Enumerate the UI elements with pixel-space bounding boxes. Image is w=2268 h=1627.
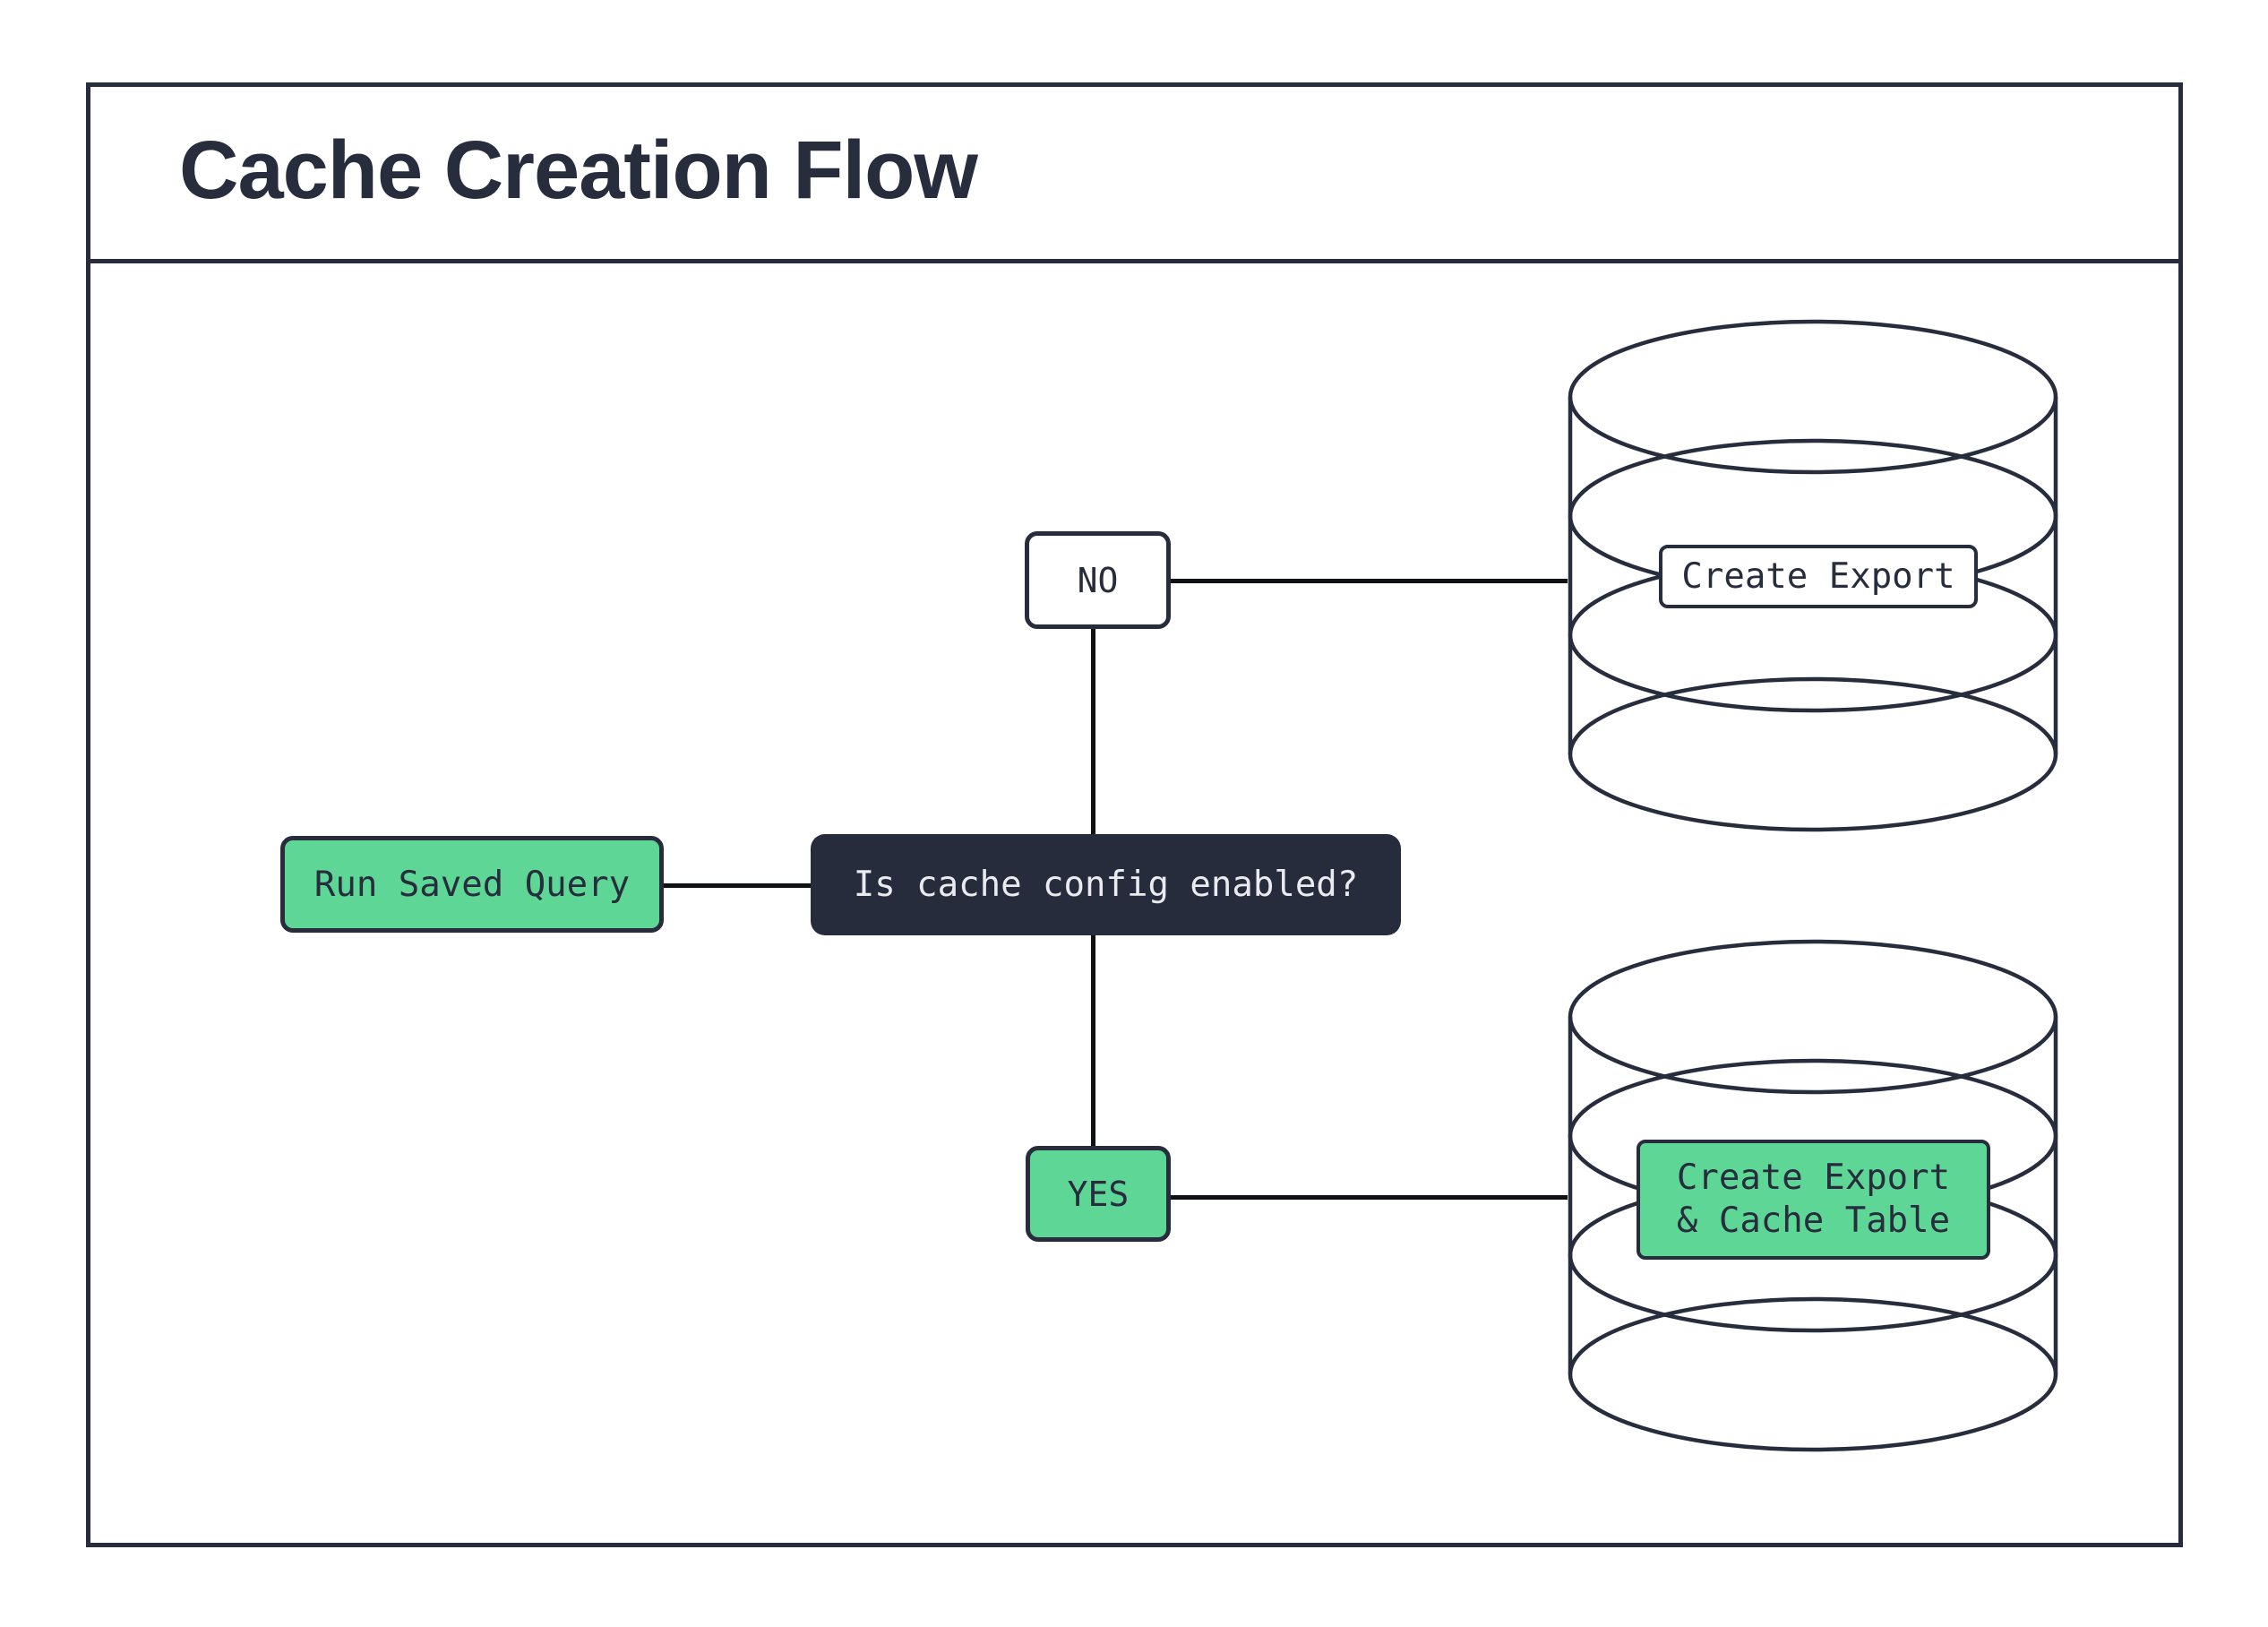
branch-no-label: NO [1077, 560, 1119, 600]
connector-decision-to-yes [1091, 934, 1095, 1149]
diagram-frame [86, 82, 2183, 1547]
page-title: Cache Creation Flow [179, 125, 978, 216]
decision-node-label: Is cache config enabled? [853, 865, 1359, 905]
create-export-label-text: Create Export [1681, 555, 1955, 597]
decision-node-cache-config: Is cache config enabled? [811, 834, 1401, 935]
title-band: Cache Creation Flow [86, 82, 2183, 263]
create-export-cache-table-label: Create Export & Cache Table [1637, 1140, 1990, 1260]
connector-no-to-database [1166, 579, 1568, 583]
create-export-cache-table-line1: Create Export [1676, 1158, 1951, 1198]
create-export-label: Create Export [1659, 545, 1978, 608]
connector-no-to-decision [1091, 627, 1095, 836]
branch-yes-label: YES [1067, 1174, 1130, 1214]
start-node-label: Run Saved Query [314, 864, 631, 905]
branch-no-node: NO [1025, 531, 1171, 629]
create-export-cache-table-line2: & Cache Table [1676, 1201, 1951, 1241]
connector-yes-to-database [1166, 1195, 1568, 1200]
branch-yes-node: YES [1026, 1146, 1171, 1242]
start-node-run-saved-query: Run Saved Query [280, 836, 664, 933]
connector-start-to-decision [664, 883, 811, 888]
database-icon-top [1568, 319, 2058, 833]
